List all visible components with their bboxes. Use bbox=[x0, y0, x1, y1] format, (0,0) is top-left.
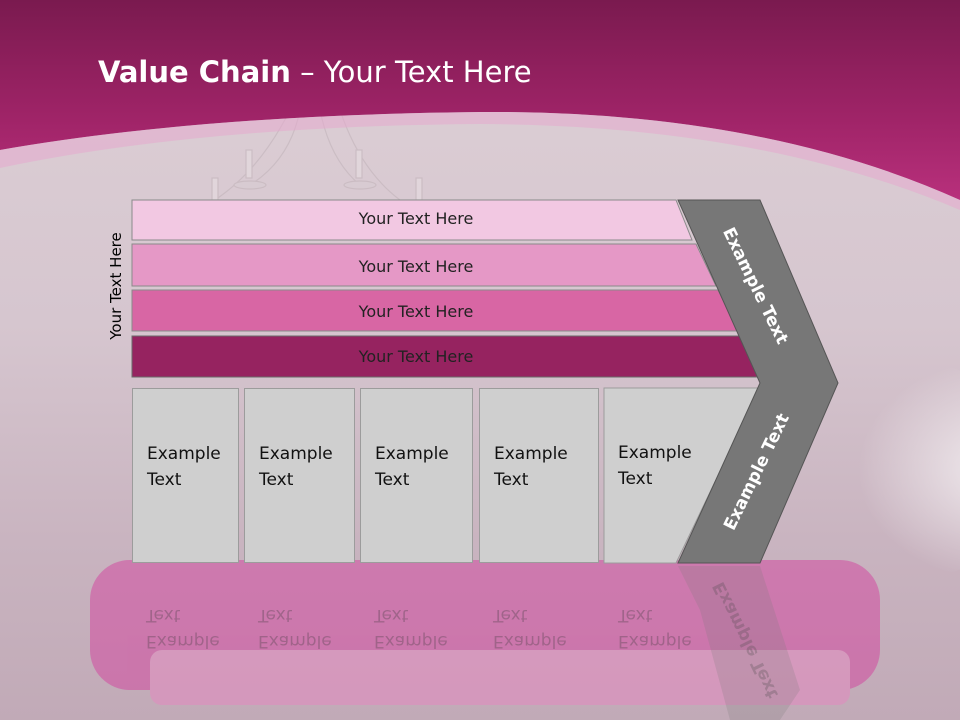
header-band bbox=[0, 0, 960, 200]
column-1-text: Example Text bbox=[147, 441, 221, 493]
column-4: Example Text bbox=[479, 388, 599, 563]
bar-1-label: Your Text Here bbox=[358, 209, 474, 228]
column-1: Example Text bbox=[132, 388, 239, 563]
column-2-line-2: Text bbox=[259, 470, 294, 490]
column-3-line-1: Example bbox=[375, 444, 449, 464]
header-curve-highlight bbox=[0, 111, 960, 210]
slide-title: Value Chain – Your Text Here bbox=[98, 55, 532, 89]
column-5-line-2: Text bbox=[618, 469, 653, 489]
column-1-line-1: Example bbox=[147, 444, 221, 464]
sofa-decoration bbox=[90, 560, 880, 705]
chevron-arrow-reflection bbox=[678, 566, 800, 720]
column-4-line-2: Text bbox=[494, 470, 529, 490]
column-4-text: Example Text bbox=[494, 441, 568, 493]
title-bold: Value Chain bbox=[98, 55, 291, 89]
column-1-line-2: Text bbox=[147, 470, 182, 490]
column-3: Example Text bbox=[360, 388, 473, 563]
title-subtitle: – Your Text Here bbox=[290, 55, 532, 89]
column-3-text: Example Text bbox=[375, 441, 449, 493]
bar-2-label: Your Text Here bbox=[358, 257, 474, 276]
column-5-shape bbox=[603, 387, 761, 564]
bar-1 bbox=[131, 199, 693, 241]
column-5-line-1: Example bbox=[618, 443, 692, 463]
column-4-line-1: Example bbox=[494, 444, 568, 464]
chevron-arrow bbox=[677, 199, 839, 564]
bar-3-label: Your Text Here bbox=[358, 302, 474, 321]
column-2-line-1: Example bbox=[259, 444, 333, 464]
column-2-text: Example Text bbox=[259, 441, 333, 493]
column-5-text: Example Text bbox=[618, 440, 692, 492]
column-3-line-2: Text bbox=[375, 470, 410, 490]
column-2: Example Text bbox=[244, 388, 355, 563]
bar-4-label: Your Text Here bbox=[358, 347, 474, 366]
